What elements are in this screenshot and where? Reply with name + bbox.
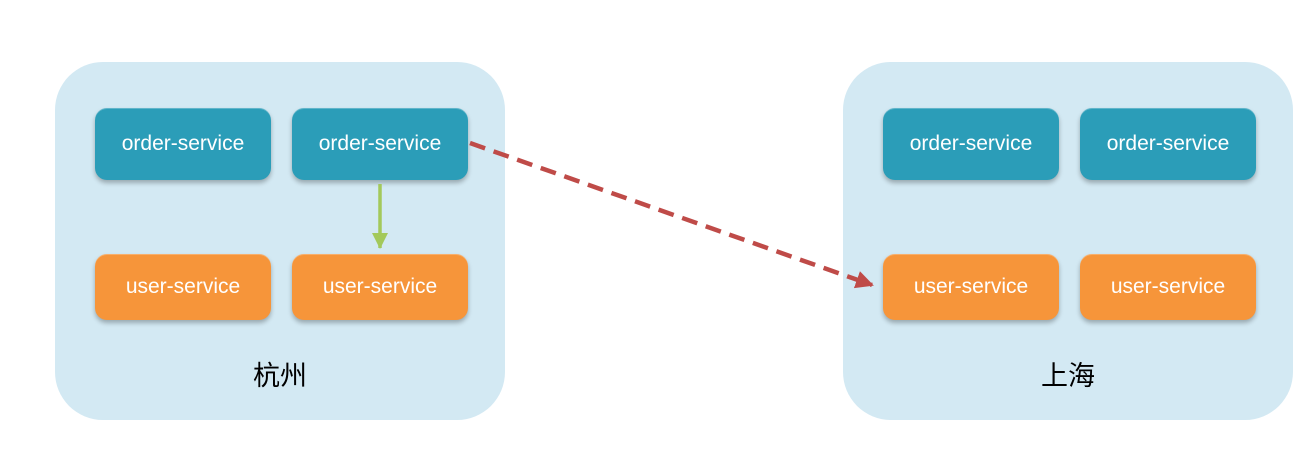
hangzhou-user-service-2: user-service — [292, 254, 468, 320]
region-shanghai: order-service order-service user-service… — [843, 62, 1293, 420]
hangzhou-order-service-2: order-service — [292, 108, 468, 180]
shanghai-user-service-2: user-service — [1080, 254, 1256, 320]
region-label-hangzhou: 杭州 — [253, 361, 307, 391]
shanghai-order-service-2: order-service — [1080, 108, 1256, 180]
hangzhou-user-service-1: user-service — [95, 254, 271, 320]
hangzhou-order-service-1: order-service — [95, 108, 271, 180]
shanghai-order-service-1: order-service — [883, 108, 1059, 180]
cross-region-call-arrow — [469, 140, 874, 289]
region-label-shanghai: 上海 — [1041, 361, 1095, 391]
shanghai-user-service-1: user-service — [883, 254, 1059, 320]
region-hangzhou: order-service order-service user-service… — [55, 62, 505, 420]
